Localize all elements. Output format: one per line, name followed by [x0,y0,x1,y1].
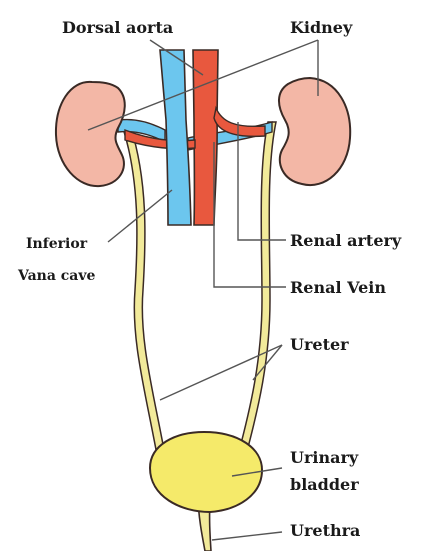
label-bladder: bladder [290,475,359,494]
label-urinary: Urinary [290,448,359,467]
label-vana-cave: Vana cave [17,268,96,284]
label-kidney: Kidney [290,18,353,37]
urinary-bladder [150,432,262,512]
right-kidney [279,78,350,185]
left-kidney [56,82,125,186]
right-ureter [238,122,276,455]
label-urethra: Urethra [290,521,360,540]
leader-urethra [212,532,282,540]
label-inferior: Inferior [26,236,88,252]
label-ureter: Ureter [290,335,349,354]
label-renal-vein: Renal Vein [290,278,386,297]
label-renal-artery: Renal artery [290,231,402,250]
leader-renal-vein [214,142,286,287]
label-dorsal-aorta: Dorsal aorta [62,18,173,37]
left-ureter [122,125,165,455]
